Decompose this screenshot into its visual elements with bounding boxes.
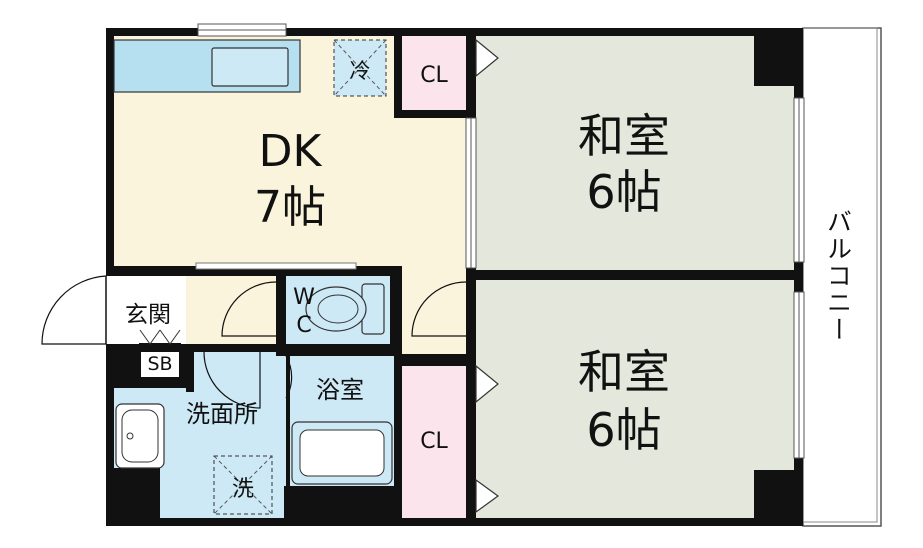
washitsu-top-floor xyxy=(476,36,754,270)
shoe-box-label: SB xyxy=(147,353,172,375)
balcony-label: バルコニー xyxy=(824,209,853,344)
shoe-box-marks xyxy=(139,329,181,345)
corridor-floor xyxy=(402,266,468,354)
toilet-label-w: W xyxy=(293,285,315,310)
toilet-icon xyxy=(305,283,385,335)
washbasin-icon xyxy=(115,403,165,469)
toilet-label-c: C xyxy=(296,313,311,338)
dk-name: DK xyxy=(259,126,323,177)
washitsu-top-name: 和室 xyxy=(578,109,670,163)
closet-door-markers xyxy=(475,38,500,514)
balcony xyxy=(802,27,882,527)
washroom-upper-floor xyxy=(186,352,286,392)
closet-top-label: CL xyxy=(420,63,448,88)
interior-walls xyxy=(106,36,796,526)
kitchen-counter xyxy=(113,39,301,93)
genkan-floor xyxy=(114,276,186,344)
closet-bottom-label: CL xyxy=(420,429,448,454)
genkan-label: 玄関 xyxy=(125,302,171,328)
closet-bottom-floor xyxy=(402,366,468,518)
bathroom-label: 浴室 xyxy=(316,376,364,404)
windows xyxy=(195,23,805,459)
washroom-label: 洗面所 xyxy=(186,400,258,428)
bathtub-icon xyxy=(291,421,393,485)
closet-top-floor xyxy=(402,36,466,110)
dk-size: 7帖 xyxy=(254,182,326,233)
washitsu-top-size: 6帖 xyxy=(586,165,661,219)
door-swings xyxy=(203,281,467,409)
washer-label: 洗 xyxy=(232,477,254,502)
fridge-space: 冷 xyxy=(333,39,387,97)
washer-space: 洗 xyxy=(213,455,273,515)
fridge-label: 冷 xyxy=(350,59,371,83)
washitsu-bottom-floor xyxy=(476,280,754,518)
washitsu-bottom-size: 6帖 xyxy=(586,403,661,457)
entrance-door-swing xyxy=(41,275,107,345)
washitsu-bottom-name: 和室 xyxy=(578,345,670,399)
